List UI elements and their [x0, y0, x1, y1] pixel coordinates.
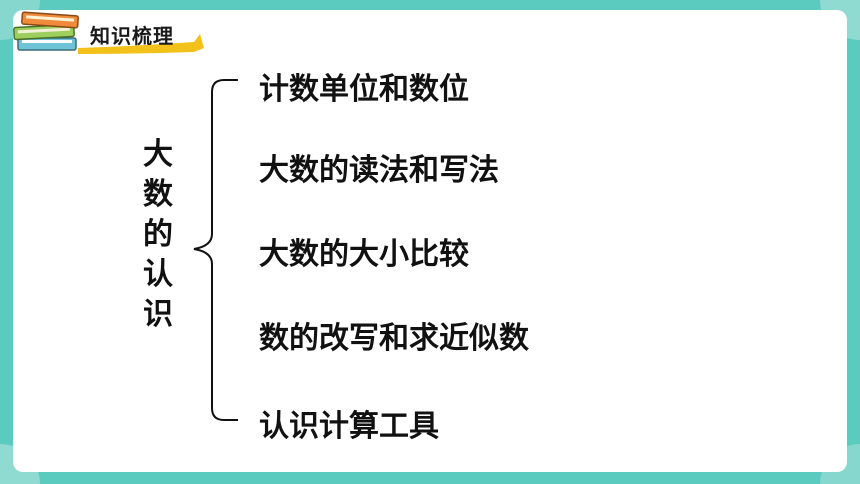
topic-char: 数	[143, 177, 173, 212]
topic-char: 的	[143, 217, 173, 252]
branch-item: 大数的大小比较	[259, 237, 469, 272]
topic-char: 大	[143, 137, 173, 172]
section-ribbon	[78, 34, 204, 54]
section-title: 知识梳理	[90, 24, 174, 48]
stacked-books-icon	[13, 11, 79, 51]
branch-item: 大数的读法和写法	[259, 153, 499, 188]
topic-label: 大 数 的 认 识	[138, 135, 178, 335]
branch-item: 认识计算工具	[259, 409, 439, 444]
content-card	[13, 10, 847, 472]
topic-char: 识	[143, 297, 173, 332]
section-tag: 知识梳理	[8, 8, 208, 56]
branch-item: 计数单位和数位	[259, 72, 469, 107]
topic-char: 认	[143, 257, 173, 292]
branch-item: 数的改写和求近似数	[259, 321, 529, 356]
